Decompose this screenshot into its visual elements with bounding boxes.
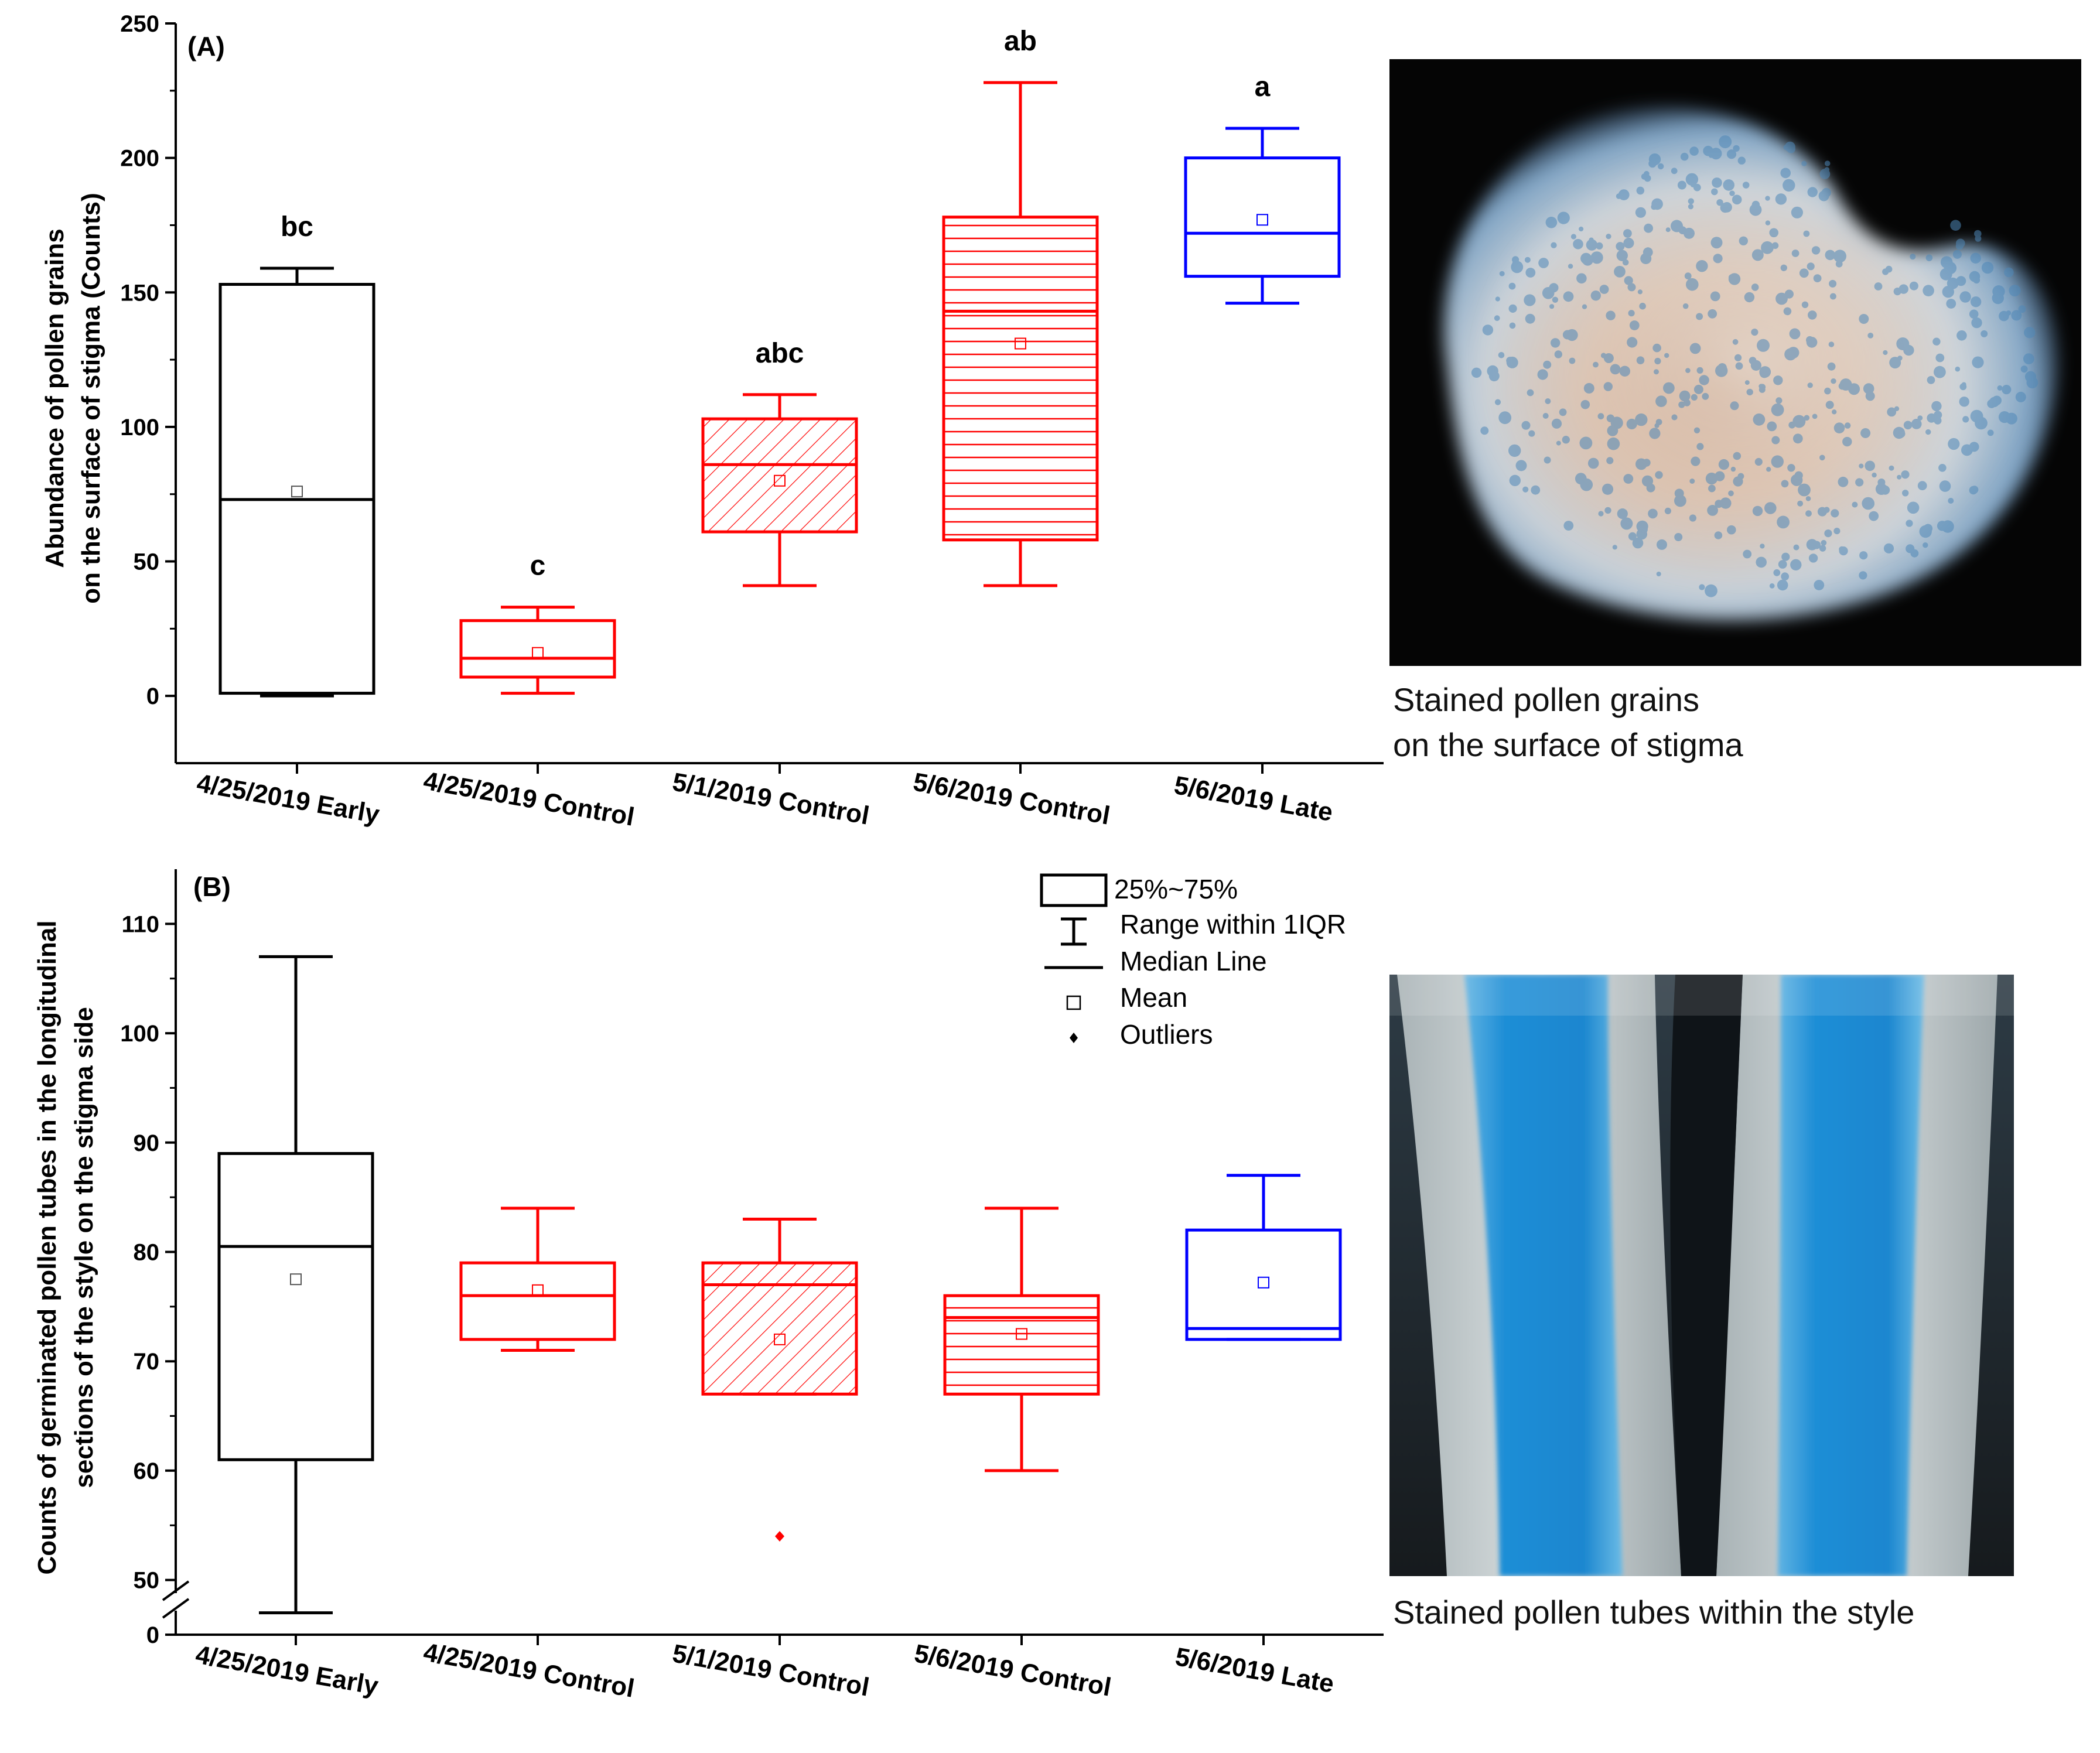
axis-break-mark bbox=[162, 1580, 190, 1601]
y-tick-label: 100 bbox=[120, 415, 159, 440]
y-tick-label: 0 bbox=[146, 1622, 159, 1648]
y-axis-label: Counts of germinated pollen tubes in the… bbox=[33, 920, 62, 1574]
y-tick-label: 150 bbox=[120, 280, 159, 306]
legend-item-label: Range within 1IQR bbox=[1120, 909, 1346, 939]
significance-letter: c bbox=[530, 551, 546, 582]
box-iqr bbox=[459, 1261, 616, 1341]
y-tick-label: 0 bbox=[146, 684, 159, 709]
top-photo-caption-line1: Stained pollen grains bbox=[1393, 681, 1699, 718]
x-tick-label: 5/6/2019 Control bbox=[911, 767, 1112, 830]
legend-item-label: Mean bbox=[1120, 982, 1187, 1013]
x-tick-label: 5/1/2019 Control bbox=[670, 1639, 871, 1701]
mean-marker bbox=[1258, 1276, 1269, 1289]
y-tick-label: 90 bbox=[134, 1130, 160, 1156]
y-tick-label: 250 bbox=[120, 11, 159, 37]
legend-item-label: Outliers bbox=[1120, 1019, 1213, 1050]
y-tick-label: 100 bbox=[120, 1021, 159, 1047]
box-iqr bbox=[943, 1294, 1100, 1396]
box-iqr bbox=[217, 1151, 374, 1461]
y-axis-label: Abundance of pollen grains bbox=[40, 228, 69, 568]
legend: 25%~75% Range within 1IQR Median LineMeanO… bbox=[1040, 873, 1346, 1050]
panel-label: (A) bbox=[187, 31, 225, 61]
x-tick-label: 4/25/2019 Control bbox=[421, 766, 636, 832]
y-tick-label: 50 bbox=[134, 1568, 160, 1594]
box-iqr bbox=[1185, 1228, 1342, 1341]
y-tick-label: 110 bbox=[121, 911, 159, 937]
axis-break-mark bbox=[162, 1598, 190, 1619]
mean-marker bbox=[532, 647, 544, 659]
box-iqr bbox=[701, 1261, 858, 1396]
significance-letter: ab bbox=[1004, 26, 1037, 57]
mean-marker bbox=[291, 486, 303, 498]
mean-marker bbox=[1016, 1328, 1027, 1340]
x-tick-label: 5/6/2019 Control bbox=[912, 1639, 1113, 1701]
stigma-photo bbox=[1389, 59, 2081, 666]
significance-letter: abc bbox=[756, 338, 804, 369]
legend-item-label: Median Line bbox=[1120, 946, 1267, 976]
significance-letter: a bbox=[1255, 71, 1271, 102]
significance-letter: bc bbox=[281, 211, 313, 242]
mean-marker bbox=[1015, 337, 1026, 350]
y-axis-label: sections of the style on the stigma side bbox=[70, 1007, 98, 1488]
mean-marker bbox=[290, 1273, 302, 1286]
y-axis-label: on the surface of stigma (Counts) bbox=[77, 193, 105, 604]
bottom-photo-caption: Stained pollen tubes within the style bbox=[1393, 1594, 1914, 1631]
box-iqr bbox=[218, 282, 375, 695]
mean-marker bbox=[774, 474, 786, 487]
mean-marker bbox=[1256, 214, 1268, 226]
legend-outlier-symbol bbox=[1070, 1033, 1078, 1043]
x-tick-label: 4/25/2019 Control bbox=[421, 1638, 636, 1703]
x-tick-label: 5/1/2019 Control bbox=[670, 767, 871, 830]
y-tick-label: 50 bbox=[134, 549, 160, 575]
box-iqr bbox=[459, 619, 616, 679]
panel-b-chart: 0 50 60 70 80 90 100 110 Counts of germinated po… bbox=[33, 869, 1384, 1703]
x-tick-label: 5/6/2019 Late bbox=[1172, 771, 1335, 827]
top-photo-caption-line2: on the surface of stigma bbox=[1393, 726, 1744, 763]
x-tick-label: 4/25/2019 Early bbox=[193, 1641, 381, 1701]
box-iqr bbox=[1184, 156, 1341, 278]
y-tick-label: 200 bbox=[120, 146, 159, 172]
box-iqr bbox=[942, 216, 1099, 542]
style-photo bbox=[1389, 975, 2014, 1576]
outlier-marker bbox=[775, 1530, 784, 1542]
y-tick-label: 80 bbox=[134, 1240, 160, 1266]
legend-box-symbol bbox=[1040, 873, 1108, 907]
x-tick-label: 4/25/2019 Early bbox=[194, 769, 382, 829]
mean-marker bbox=[532, 1284, 544, 1296]
legend-mean-symbol bbox=[1066, 995, 1081, 1010]
y-tick-label: 60 bbox=[134, 1458, 160, 1484]
panel-label: (B) bbox=[193, 872, 231, 902]
legend-item-label: 25%~75% bbox=[1114, 874, 1238, 904]
x-tick-label: 5/6/2019 Late bbox=[1173, 1642, 1336, 1699]
mean-marker bbox=[774, 1333, 786, 1345]
y-tick-label: 70 bbox=[134, 1349, 160, 1375]
